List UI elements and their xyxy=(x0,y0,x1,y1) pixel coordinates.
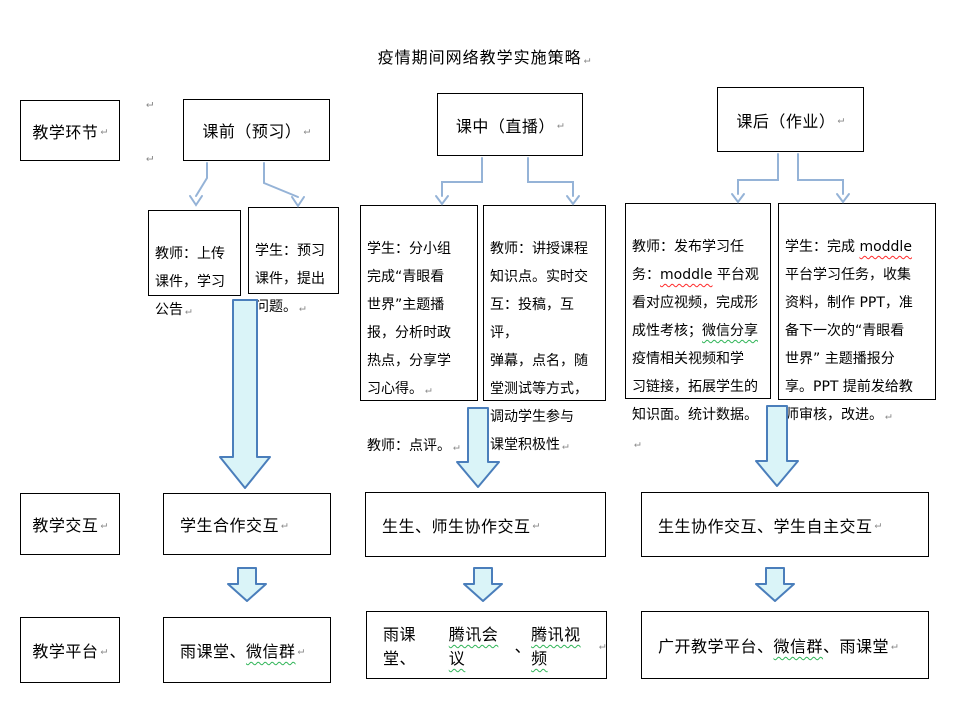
label-teaching-interaction: 教学交互↵ xyxy=(20,493,120,555)
detail-student-broadcast: 学生：分小组 完成“青眼看 世界”主题播 报，分析时政 热点，分享学 习心得。↵… xyxy=(360,205,478,454)
connector-pre-right xyxy=(263,162,299,198)
interaction-during-class: 生生、师生协作交互↵ xyxy=(365,492,606,557)
detail-student-preview: 学生：预习 课件，提出 问题。↵ xyxy=(248,207,339,315)
connector-live-left xyxy=(441,157,483,197)
arrowhead-icon xyxy=(566,195,580,206)
platform-after-class: 广开教学平台、微信群、雨课堂↵ xyxy=(641,611,929,679)
platform-before-class: 雨课堂、微信群↵ xyxy=(163,617,331,683)
arrowhead-icon xyxy=(731,193,745,204)
paragraph-mark: ↵ xyxy=(146,96,154,110)
grammar-flagged-text: 微信群 xyxy=(246,642,296,661)
arrowhead-icon xyxy=(836,193,850,204)
stage-before-class: 课前（预习）↵ xyxy=(183,99,330,161)
paragraph-mark: ↵ xyxy=(146,150,154,164)
arrowhead-icon xyxy=(291,196,305,208)
stage-during-class: 课中（直播）↵ xyxy=(437,93,583,156)
page-title: 疫情期间网络教学实施策略↵ xyxy=(377,48,592,67)
detail-student-complete-task: 学生：完成 moddle 平台学习任务，收集 资料，制作 PPT，准 备下一次的… xyxy=(778,203,936,423)
block-arrow-platform3-icon xyxy=(755,567,795,602)
misspelled-word: moddle xyxy=(859,239,912,255)
grammar-flagged-text: 腾讯会议 xyxy=(448,625,499,668)
interaction-after-class: 生生协作交互、学生自主交互↵ xyxy=(641,492,929,557)
stage-after-class: 课后（作业）↵ xyxy=(717,87,864,152)
arrowhead-icon xyxy=(435,195,449,206)
grammar-flagged-text: 微信群 xyxy=(773,637,824,656)
misspelled-word: moddle xyxy=(660,267,713,283)
block-arrow-platform2-icon xyxy=(463,567,503,602)
platform-during-class: 雨课堂、腾讯会议、腾讯视频↵ xyxy=(366,611,607,679)
detail-teacher-upload: 教师：上传 课件，学习 公告↵ xyxy=(148,210,241,318)
interaction-before-class: 学生合作交互↵ xyxy=(163,493,331,555)
label-teaching-platform: 教学平台↵ xyxy=(20,617,120,683)
connector-pre-left xyxy=(195,162,208,197)
connector-post-right xyxy=(797,153,844,195)
block-arrow-platform1-icon xyxy=(227,567,267,602)
detail-teacher-assign-task: 教师：发布学习任 务：moddle 平台观 看对应视频，完成形 成性考核；微信分… xyxy=(625,203,771,450)
connector-live-right xyxy=(527,157,574,197)
connector-post-left xyxy=(737,153,779,195)
detail-teacher-lecture: 教师：讲授课程 知识点。实时交 互：投稿，互评， 弹幕，点名，随 堂测试等方式，… xyxy=(483,205,606,453)
grammar-flagged-text: 腾讯视频 xyxy=(531,625,581,668)
block-arrow-pre-down-icon xyxy=(219,299,271,489)
label-teaching-stages: 教学环节↵ xyxy=(20,100,120,161)
grammar-flagged-text: 微信分享 xyxy=(702,323,758,339)
arrowhead-icon xyxy=(189,195,203,207)
